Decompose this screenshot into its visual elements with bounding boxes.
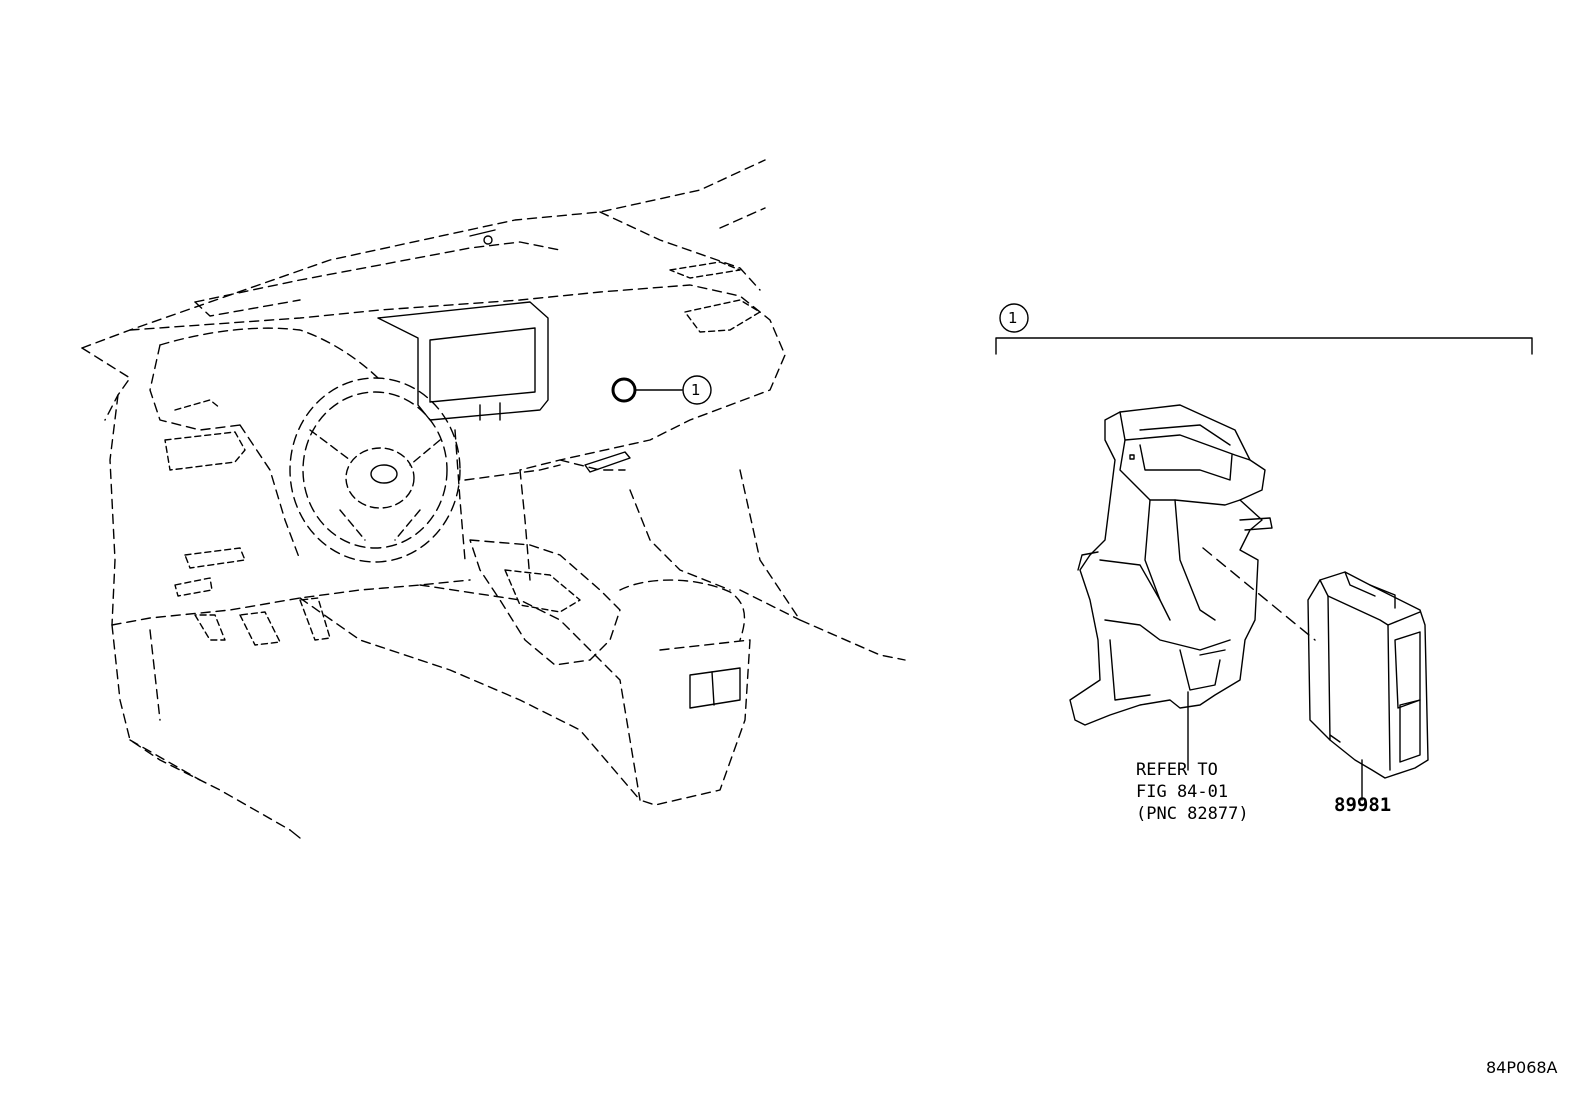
illustration-code: 84P068A <box>1486 1058 1558 1077</box>
reference-note-line2: FIG 84-01 <box>1136 782 1229 802</box>
dashboard-illustration <box>81 159 906 839</box>
group-callout-number: 1 <box>1008 309 1018 327</box>
reference-note-line1: REFER TO <box>1136 760 1218 780</box>
mounting-dashed-line <box>1202 547 1316 641</box>
location-marker <box>611 375 712 405</box>
ecu-module <box>1307 571 1429 801</box>
location-callout-number: 1 <box>691 381 701 399</box>
reference-note-line3: (PNC 82877) <box>1136 804 1249 824</box>
junction-block-bracket <box>1069 404 1273 771</box>
group-bracket <box>995 303 1533 355</box>
part-number-label: 89981 <box>1334 794 1392 816</box>
